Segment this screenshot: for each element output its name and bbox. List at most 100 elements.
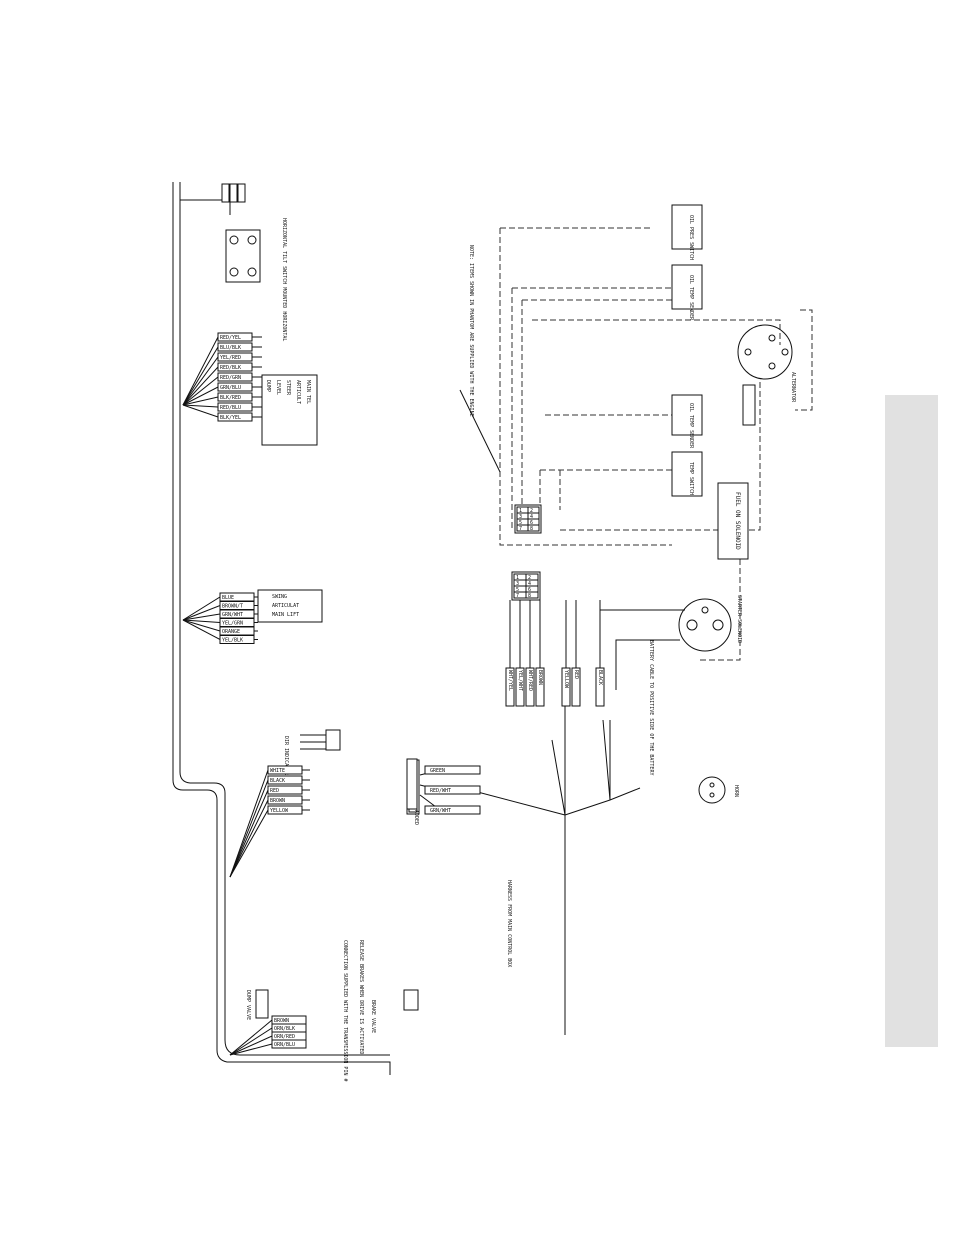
wire-label: BLACK [597,670,603,685]
valve-label: MAIN TEL [305,380,311,404]
svg-text:3: 3 [516,581,519,587]
wire-label: YEL/GRN [222,621,243,627]
oil-temp-sender [671,264,703,310]
engine-components: OIL PRES SWITCH OIL TEMP SENDER OIL TEMP… [459,204,796,804]
brake-dump-valves: DUMP VALVE BRAKE VALVE RELEASE BRAKES WH… [245,940,419,1081]
adds-label: ADDED [413,810,419,825]
svg-text:7: 7 [516,593,519,599]
wire-labels: WHITE BLACK RED BROWN YELLOW BROWN ORN/BLK ORN/… [229,600,605,1056]
wire-label-box [217,332,253,342]
engine-phantom-wires [499,227,813,661]
brake-valve-label: BRAKE VALVE [370,1000,376,1033]
wire-label: BLK/RED [220,395,241,401]
valve-label: DUMP [265,380,271,392]
svg-text:OIL TEMP SENDER: OIL TEMP SENDER [688,403,694,449]
svg-text:TEMP SWITCH: TEMP SWITCH [688,462,694,495]
tilt-switch-group: HORIZONTAL TILT SWITCH MOUNTED HORIZONTA… [180,183,287,341]
svg-text:1: 1 [516,575,519,581]
dump-valve-label: DUMP VALVE [245,990,251,1020]
wire-label-box [217,342,253,352]
svg-text:1: 1 [519,508,522,514]
svg-text:BATTERY CABLE TO POSITIVE SIDE: BATTERY CABLE TO POSITIVE SIDE OF THE BA… [648,640,654,775]
main-harness-bus [172,182,391,1075]
valve-label: STEER [285,380,291,396]
starter-solenoid [678,598,732,652]
wire-label-box [424,805,481,815]
svg-text:OIL PRES SWITCH: OIL PRES SWITCH [688,215,694,260]
svg-text:4: 4 [530,514,533,520]
wire-label-box [217,412,253,422]
wire-label: BROWN [537,670,543,685]
wire-label: WHITE [270,768,285,774]
svg-text:5: 5 [516,587,519,593]
wire-label: RED/GRN [220,375,241,381]
valve-label: ARTICULAT [272,603,299,609]
wire-label-box [267,765,303,775]
engine-harness: HARNESS FROM MAIN CONTROL BOX ADDED [406,609,685,1035]
wire-label: BROWN [270,798,285,804]
wire-label-box [267,785,303,795]
horn [698,776,726,804]
wire-label-box [217,382,253,392]
wire-label: RED/WHT [430,788,451,794]
wire-label: WHT/RED [527,670,533,691]
svg-text:FUEL ON SOLENOID: FUEL ON SOLENOID [734,492,741,550]
svg-text:8: 8 [530,526,533,532]
wire-label: BROWN/T [222,604,243,610]
wire-label: RED [573,670,579,679]
tilt-switch-label: HORIZONTAL TILT SWITCH MOUNTED HORIZONTA… [281,218,287,341]
svg-text:7: 7 [519,526,522,532]
svg-text:6: 6 [528,587,531,593]
indicator-label: DIR INDICATOR [283,736,289,776]
svg-text:5: 5 [519,520,522,526]
wire-label-box [271,1039,307,1049]
wire-label: GREEN [430,768,445,774]
wire-label: YEL/RED [220,355,241,361]
valve-label: MAIN LIFT [272,612,299,618]
wire-label: YELLOW [563,670,569,689]
wire-label-box [267,775,303,785]
wire-label-box [217,372,253,382]
wire-label-box [267,805,303,815]
wire-label-box [217,392,253,402]
harness-label: HARNESS FROM MAIN CONTROL BOX [506,880,512,967]
valve-block-1: RED/YELBLU/BLKYEL/REDRED/BLKRED/GRNGRN/B… [182,332,318,446]
wire-label: BLACK [270,778,285,784]
wire-label-box [219,635,255,644]
wire-label: BLU/BLK [220,345,241,351]
svg-text:3: 3 [519,514,522,520]
wire-label: RED [270,788,279,794]
side-tab [885,395,938,1047]
wire-label: ORANGE [222,629,240,635]
wire-label-box [217,402,253,412]
wire-label: RED/BLK [220,365,241,371]
wire-label: BLUE [222,595,234,601]
wire-label: ORN/BLU [274,1042,295,1048]
connection-label: CONNECTION SUPPLIED WITH THE TRANSMISSIO… [342,940,348,1081]
svg-text:HORN: HORN [733,785,739,797]
fuel-solenoid [717,482,749,560]
phantom-note: NOTE: ITEMS SHOWN IN PHANTOM ARE SUPPLIE… [468,245,474,417]
wire-label: GRN/BLU [220,385,241,391]
wire-label: ORN/RED [274,1034,295,1040]
wire-label-box [424,785,481,795]
svg-text:OIL TEMP SENDER: OIL TEMP SENDER [688,275,694,321]
valve-label: ARTICULT [295,380,301,404]
wire-label: WHT/YEL [507,670,513,691]
wire-label: ORN/BLK [274,1026,295,1032]
svg-text:STARTER SOLENOID: STARTER SOLENOID [736,595,742,643]
wire-label-box [217,362,253,372]
brakes-note: RELEASE BRAKES WHEN DRIVE IS ACTIVATED [358,940,364,1054]
temp-sender [671,394,703,436]
indicator-group: DIR INDICATOR [283,729,341,776]
temp-switch [671,451,703,497]
svg-text:2: 2 [530,508,533,514]
wire-label-box [217,352,253,362]
wire-label: BROWN [274,1018,289,1024]
wire-label: RED/BLU [220,405,241,411]
svg-text:ALTERNATOR: ALTERNATOR [790,372,796,403]
wire-label-box [267,795,303,805]
wire-label: YELLOW [270,808,289,814]
